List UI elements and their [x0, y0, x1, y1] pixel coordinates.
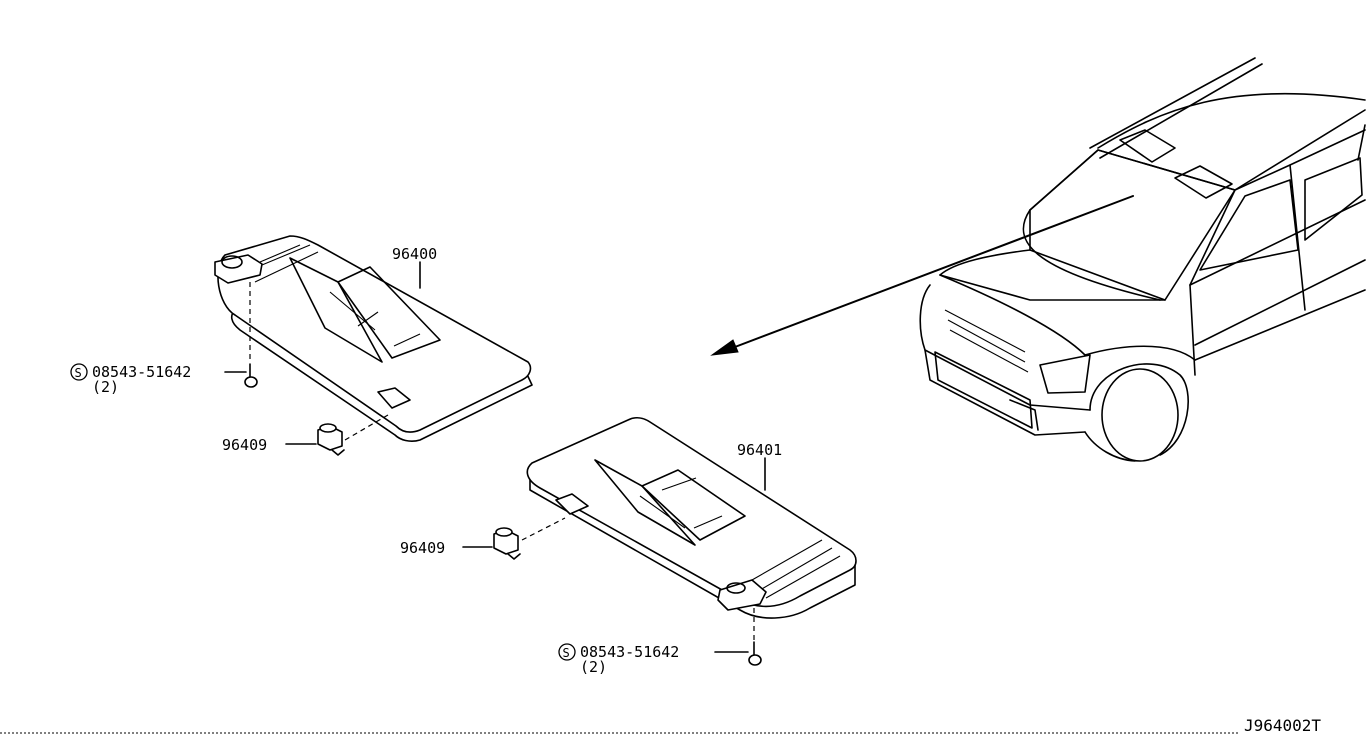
diagram-code: J964002T: [1244, 716, 1321, 735]
svg-text:S: S: [75, 366, 82, 380]
sun-visor-left: [214, 235, 533, 442]
screw-left: [224, 363, 258, 388]
screw-symbol-right: S: [558, 643, 576, 661]
vehicle-illustration: [919, 57, 1366, 462]
label-screw-left: 08543-51642: [92, 363, 191, 381]
screw-right: [714, 641, 762, 666]
sun-visor-right: [526, 417, 857, 619]
label-screw-right-qty: (2): [580, 658, 607, 676]
label-holder-left: 96409: [222, 436, 267, 454]
holder-axis-right: [521, 517, 566, 541]
location-arrow: [710, 195, 1134, 356]
holder-right: [462, 527, 521, 560]
label-screw-left-qty: (2): [92, 378, 119, 396]
label-screw-right: 08543-51642: [580, 643, 679, 661]
holder-left: [285, 423, 345, 456]
svg-text:S: S: [563, 646, 570, 660]
label-visor-left: 96400: [392, 245, 437, 263]
label-visor-right: 96401: [737, 441, 782, 459]
label-holder-right: 96409: [400, 539, 445, 557]
screw-symbol-left: S: [70, 363, 88, 381]
